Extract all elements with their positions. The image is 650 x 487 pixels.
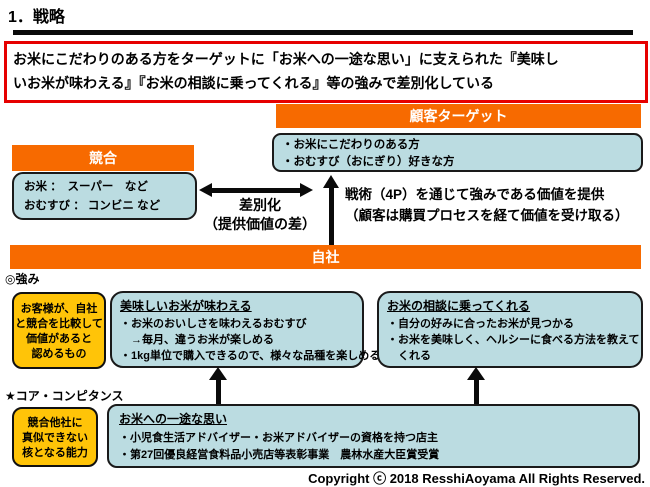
strength-box-tasty-rice: 美味しいお米が味わえる ・お米のおいしさを味わえるおむすび →毎月、違うお米が楽… bbox=[110, 291, 381, 368]
strategy-summary-box: お米にこだわりのある方をターゲットに「お米への一途な思い」に支えられた『美味し … bbox=[4, 41, 648, 103]
strength-line: ・お米を美味しく、ヘルシーに食べる方法を教えて bbox=[387, 334, 640, 346]
summary-line-2: いお米が味わえる』『お米の相談に乗ってくれる』等の強みで差別化している bbox=[13, 75, 495, 91]
strengths-note-line: と競合を比較して bbox=[15, 318, 103, 330]
strength-title: 美味しいお米が味わえる bbox=[120, 299, 252, 313]
competitor-header: 競合 bbox=[12, 145, 194, 171]
arrow-up-icon bbox=[467, 367, 485, 380]
strength-line: ・お米のおいしさを味わえるおむすび bbox=[120, 318, 307, 330]
core-to-strength1-arrow bbox=[216, 379, 221, 404]
strength-line: くれる bbox=[387, 350, 431, 362]
competitor-box: お米 ： スーパー など おむすび ： コンビニ など bbox=[12, 172, 197, 220]
core-definition-note: 競合他社に 真似できない 核となる能力 bbox=[12, 407, 98, 467]
differentiation-arrow bbox=[211, 188, 301, 193]
value-delivery-arrow bbox=[329, 187, 334, 245]
core-title: お米への一途な思い bbox=[119, 412, 228, 426]
tactics-line-1: 戦術（4P）を通じて強みである価値を提供 bbox=[345, 187, 605, 202]
strengths-label: ◎強み bbox=[5, 272, 40, 286]
customer-target-box: ・お米にこだわりのある方 ・おむすび（おにぎり）好きな方 bbox=[272, 133, 643, 172]
differentiation-line-1: 差別化 bbox=[239, 197, 281, 213]
own-company-header: 自社 bbox=[10, 245, 641, 269]
differentiation-line-2: （提供価値の差） bbox=[204, 216, 316, 232]
differentiation-label: 差別化 （提供価値の差） bbox=[190, 196, 330, 234]
customer-target-header: 顧客ターゲット bbox=[276, 104, 641, 128]
core-note-line: 競合他社に bbox=[27, 417, 83, 429]
arrow-right-icon bbox=[300, 183, 313, 197]
strengths-note-line: 価値があると bbox=[26, 333, 92, 345]
core-competence-box: お米への一途な思い ・小児食生活アドバイザー・お米アドバイザーの資格を持つ店主 … bbox=[107, 404, 640, 468]
tactics-label: 戦術（4P）を通じて強みである価値を提供 （顧客は購買プロセスを経て価値を受け取… bbox=[345, 184, 629, 226]
strength-line: →毎月、違うお米が楽しめる bbox=[120, 334, 274, 346]
strengths-note-line: 認めるもの bbox=[31, 348, 87, 360]
strengths-note-line: お客様が、自社 bbox=[20, 303, 98, 315]
arrow-up-icon bbox=[209, 367, 227, 380]
strength-line: ・自分の好みに合ったお米が見つかる bbox=[387, 318, 574, 330]
customer-target-line: ・お米にこだわりのある方 bbox=[282, 139, 420, 151]
competitor-line: お米 ： スーパー など bbox=[24, 181, 148, 193]
summary-line-1: お米にこだわりのある方をターゲットに「お米への一途な思い」に支えられた『美味し bbox=[13, 51, 559, 67]
customer-target-line: ・おむすび（おにぎり）好きな方 bbox=[282, 156, 455, 168]
page-title: 1．戦略 bbox=[8, 9, 65, 26]
strength-line: ・1kg単位で購入できるので、様々な品種を楽しめる bbox=[120, 350, 381, 362]
title-underline bbox=[13, 30, 633, 35]
core-competence-label: ★コア・コンピタンス bbox=[5, 389, 124, 403]
tactics-line-2: （顧客は購買プロセスを経て価値を受け取る） bbox=[345, 208, 629, 223]
strength-box-rice-consulting: お米の相談に乗ってくれる ・自分の好みに合ったお米が見つかる ・お米を美味しく、… bbox=[377, 291, 643, 368]
core-line: ・小児食生活アドバイザー・お米アドバイザーの資格を持つ店主 bbox=[119, 432, 438, 444]
core-note-line: 核となる能力 bbox=[22, 447, 88, 459]
strength-title: お米の相談に乗ってくれる bbox=[387, 299, 531, 313]
core-note-line: 真似できない bbox=[22, 432, 88, 444]
copyright-text: Copyright ⓒ 2018 ResshiAoyama All Rights… bbox=[308, 471, 645, 486]
core-line: ・第27回優良経営食料品小売店等表彰事業 農林水産大臣賞受賞 bbox=[119, 449, 440, 461]
core-to-strength2-arrow bbox=[474, 379, 479, 404]
competitor-line: おむすび ： コンビニ など bbox=[24, 200, 161, 212]
strengths-definition-note: お客様が、自社 と競合を比較して 価値があると 認めるもの bbox=[12, 292, 106, 369]
arrow-left-icon bbox=[199, 183, 212, 197]
arrow-up-icon bbox=[323, 175, 339, 188]
